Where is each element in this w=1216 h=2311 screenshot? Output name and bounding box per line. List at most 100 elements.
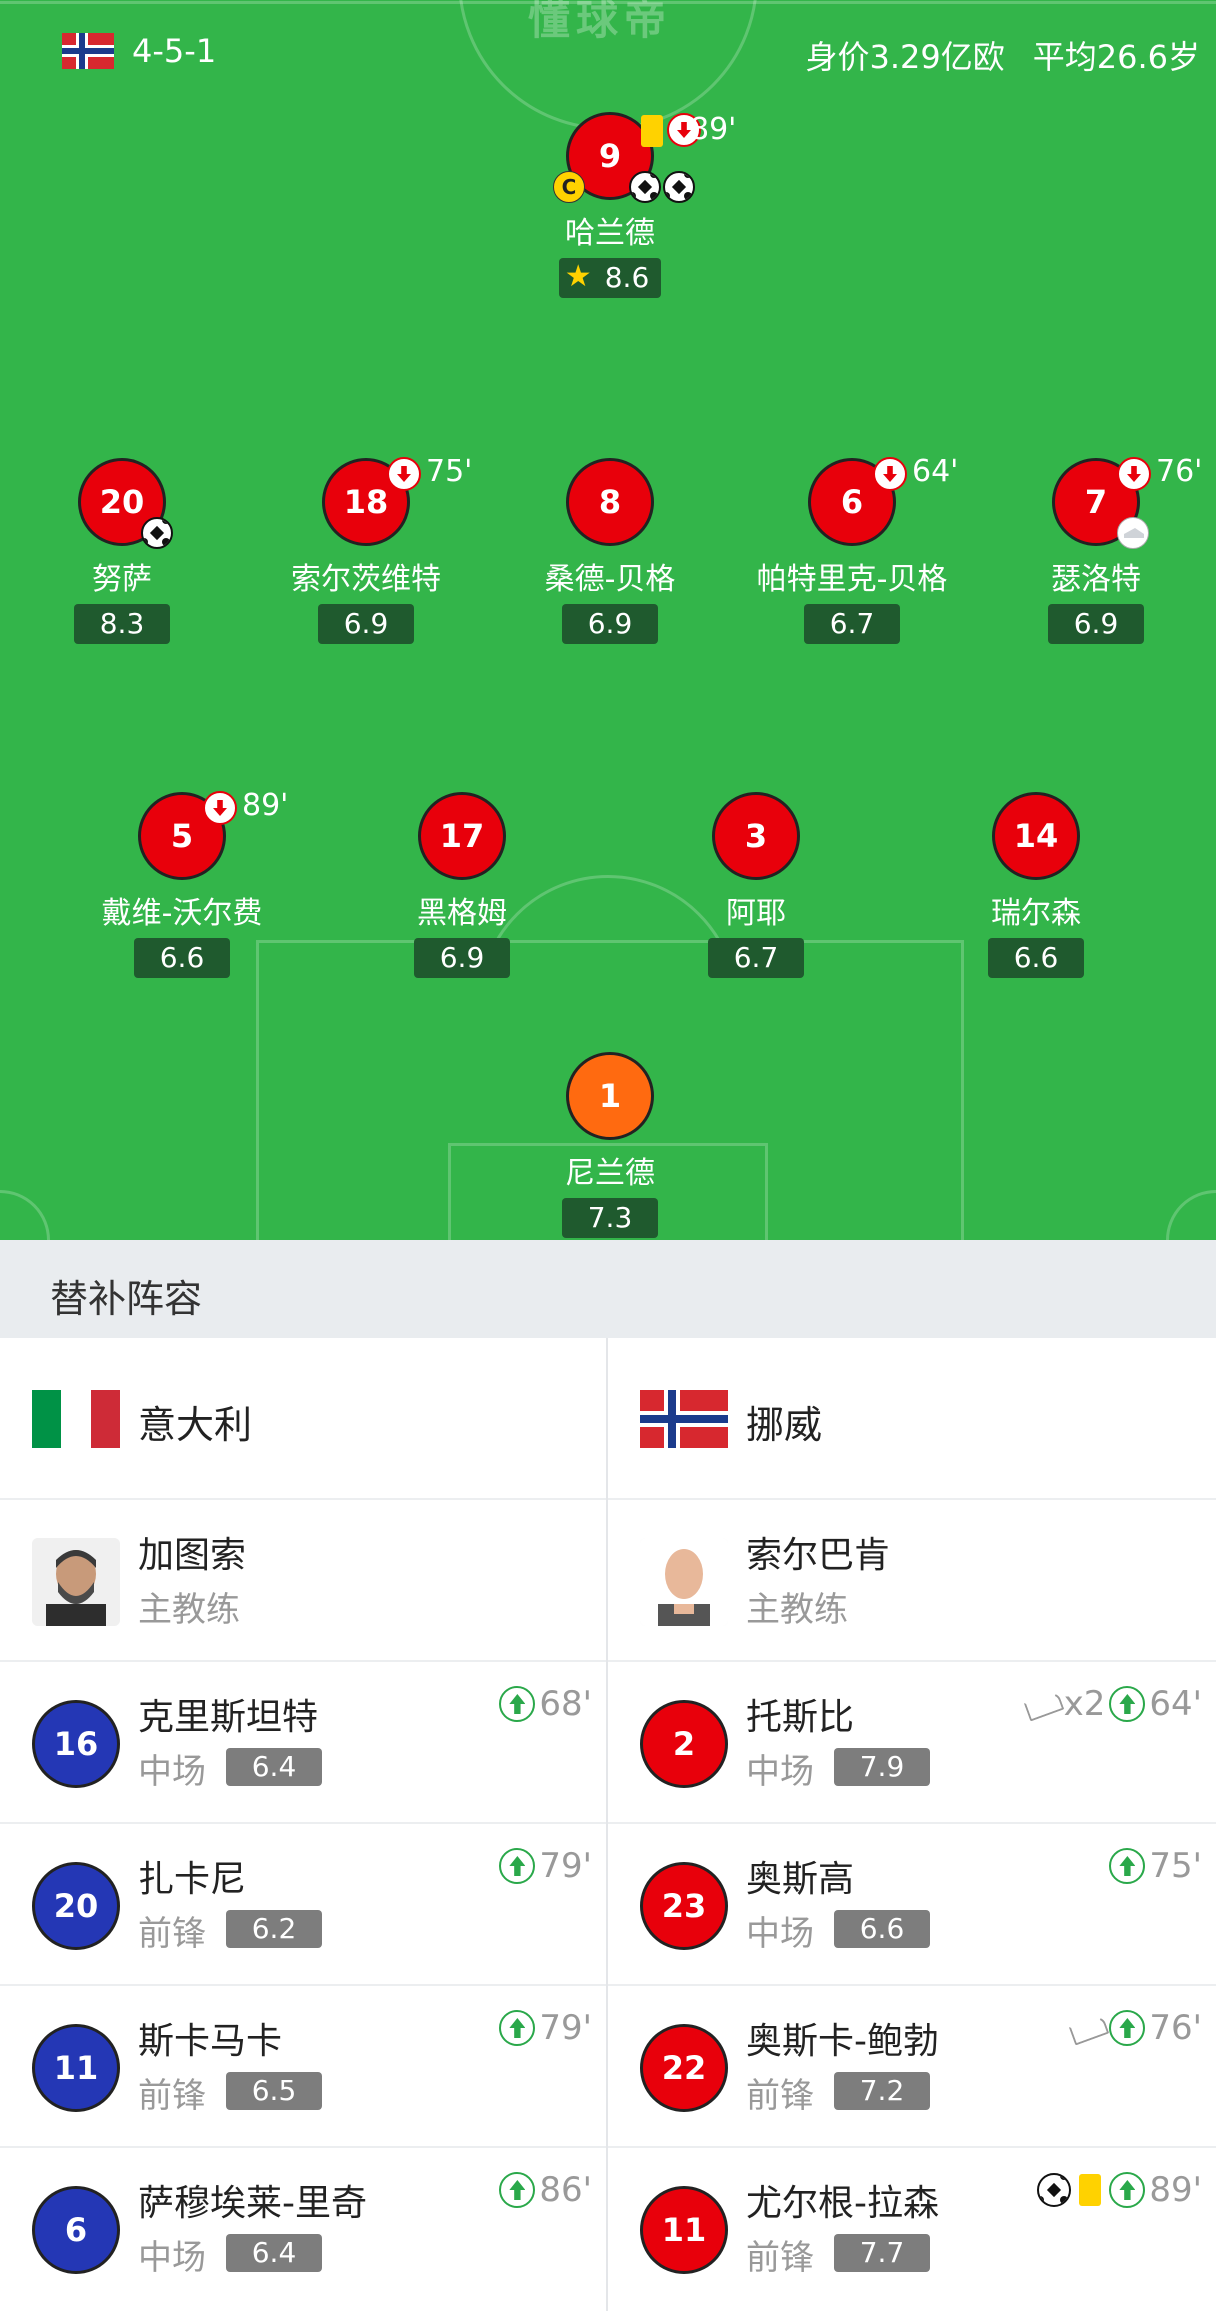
sub-player-number: 20 [32, 1862, 120, 1950]
player-name: 桑德-贝格 [544, 562, 676, 597]
norway-flag-icon [640, 1390, 728, 1448]
sub-player-rating: 7.7 [834, 2234, 930, 2272]
sub-player-name: 奥斯卡-鲍勃 [746, 2021, 939, 2062]
subs-title: 替补阵容 [50, 1277, 203, 1321]
sub-player-number: 23 [640, 1862, 728, 1950]
player-rating: 6.9 [1048, 604, 1144, 644]
italy-column: 意大利 加图索 主教练 16 克里斯坦特 中场 6.4 68' [0, 1338, 608, 2311]
player-rating: ★ 8.6 [558, 258, 662, 298]
formation-label: 4-5-1 [132, 32, 217, 70]
player-card[interactable]: 3 阿耶 6.7 [636, 792, 876, 978]
sub-player-rating: 6.2 [226, 1910, 322, 1948]
star-icon: ★ [564, 259, 592, 294]
sub-player-name: 奥斯高 [746, 1859, 855, 1900]
player-number: 5 [138, 791, 237, 880]
coach-role: 主教练 [138, 1590, 240, 1630]
player-card[interactable]: 17 黑格姆 6.9 [342, 792, 582, 978]
player-name: 瑟洛特 [1051, 562, 1141, 597]
corner-arc-left [0, 1190, 50, 1240]
sub-player-row[interactable]: 6 萨穆埃莱-里奇 中场 6.4 86' [0, 2148, 606, 2310]
sub-off-minute: 89' [242, 788, 289, 823]
coach-row[interactable]: 索尔巴肯 主教练 [608, 1500, 1216, 1662]
team-header-norway[interactable]: 挪威 [608, 1338, 1216, 1500]
sub-off-icon [387, 457, 421, 491]
player-name: 尼兰德 [565, 1156, 655, 1191]
sub-player-position: 前锋 [746, 2076, 814, 2116]
sub-player-number: 16 [32, 1700, 120, 1788]
player-card[interactable]: 9 C 89' 哈兰德 ★ 8.6 [490, 112, 736, 298]
sub-player-row[interactable]: 11 尤尔根-拉森 前锋 7.7 89' [608, 2148, 1216, 2310]
formation: 4-5-1 [62, 32, 216, 70]
sub-player-position: 中场 [746, 1914, 814, 1954]
player-name: 索尔茨维特 [291, 562, 441, 597]
sub-player-position: 前锋 [138, 1914, 206, 1954]
sub-events: 89' [1037, 2170, 1202, 2210]
player-card[interactable]: 7 76' 瑟洛特 6.9 [976, 454, 1216, 644]
sub-in-minute: 79' [539, 1846, 592, 1886]
player-card[interactable]: 6 64' 帕特里克-贝格 6.7 [732, 454, 972, 644]
sub-player-rating: 7.2 [834, 2072, 930, 2110]
sub-events: 68' [499, 1684, 592, 1724]
sub-in-icon [499, 1686, 536, 1722]
sub-player-row[interactable]: 22 奥斯卡-鲍勃 前锋 7.2 76' [608, 1986, 1216, 2148]
sub-in-icon [1109, 2010, 1146, 2046]
sub-player-row[interactable]: 11 斯卡马卡 前锋 6.5 79' [0, 1986, 606, 2148]
sub-player-row[interactable]: 16 克里斯坦特 中场 6.4 68' [0, 1662, 606, 1824]
player-name: 阿耶 [726, 896, 786, 931]
player-number: 14 [992, 792, 1080, 880]
market-value: 身价3.29亿欧 [805, 38, 1005, 76]
sub-player-rating: 7.9 [834, 1748, 930, 1786]
sub-player-name: 斯卡马卡 [138, 2021, 283, 2062]
sub-player-row[interactable]: 20 扎卡尼 前锋 6.2 79' [0, 1824, 606, 1986]
norway-flag-icon [62, 33, 114, 69]
sub-player-position: 中场 [138, 2238, 206, 2278]
player-card[interactable]: 1 尼兰德 7.3 [490, 1052, 730, 1238]
sub-player-rating: 6.5 [226, 2072, 322, 2110]
player-number: 18 [322, 457, 421, 546]
sub-in-icon [1109, 1848, 1146, 1884]
player-card[interactable]: 14 瑞尔森 6.6 [916, 792, 1156, 978]
player-name: 黑格姆 [417, 896, 507, 931]
penalty-box [256, 940, 964, 1240]
assist-count: x2 [1063, 1684, 1106, 1724]
watermark: 懂球帝 [528, 0, 673, 44]
sub-events: x2 64' [1024, 1684, 1202, 1724]
player-name: 戴维-沃尔费 [101, 896, 263, 931]
sub-in-icon [1109, 2172, 1146, 2208]
player-number: 6 [808, 457, 907, 546]
player-name: 帕特里克-贝格 [756, 562, 948, 597]
sub-player-position: 中场 [746, 1752, 814, 1792]
player-number: 20 [78, 458, 173, 549]
sub-player-name: 托斯比 [746, 1697, 855, 1738]
goal-ball-icon [1037, 2173, 1072, 2207]
player-rating: 6.6 [134, 938, 230, 978]
player-card[interactable]: 20 努萨 8.3 [2, 458, 242, 644]
sub-events: 76' [1069, 2008, 1202, 2048]
norway-column: 挪威 索尔巴肯 主教练 2 托斯比 中场 7.9 x2 [608, 1338, 1216, 2311]
sub-player-number: 2 [640, 1700, 728, 1788]
player-card[interactable]: 18 75' 索尔茨维特 6.9 [246, 454, 486, 644]
player-card[interactable]: 8 桑德-贝格 6.9 [490, 458, 730, 644]
sub-player-row[interactable]: 23 奥斯高 中场 6.6 75' [608, 1824, 1216, 1986]
sub-in-minute: 76' [1149, 2008, 1202, 2048]
assist-boot-icon [1117, 517, 1149, 549]
coach-name: 索尔巴肯 [746, 1535, 891, 1576]
coach-row[interactable]: 加图索 主教练 [0, 1500, 606, 1662]
team-meta: 身价3.29亿欧 平均26.6岁 [805, 32, 1200, 78]
player-rating: 6.9 [318, 604, 414, 644]
sub-in-icon [499, 2172, 536, 2208]
sub-off-icon [667, 113, 701, 147]
lineup-pitch: 懂球帝 4-5-1 身价3.29亿欧 平均26.6岁 9 C 89' 哈兰德 ★… [0, 0, 1216, 1240]
sub-player-row[interactable]: 2 托斯比 中场 7.9 x2 64' [608, 1662, 1216, 1824]
sub-player-number: 22 [640, 2024, 728, 2112]
average-age: 平均26.6岁 [1032, 38, 1200, 76]
goal-ball-icon [629, 171, 661, 203]
player-name: 瑞尔森 [991, 896, 1081, 931]
sub-player-position: 前锋 [138, 2076, 206, 2116]
player-number: 9 C [553, 112, 701, 203]
assist-boot-icon [1024, 1686, 1060, 1722]
player-card[interactable]: 5 89' 戴维-沃尔费 6.6 [62, 788, 302, 978]
team-header-italy[interactable]: 意大利 [0, 1338, 606, 1500]
sub-player-rating: 6.6 [834, 1910, 930, 1948]
assist-boot-icon [1069, 2010, 1105, 2046]
